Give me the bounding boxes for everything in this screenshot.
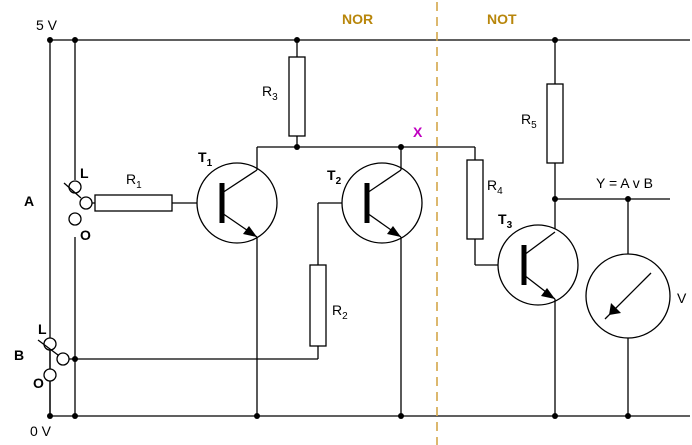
transistor-t1-label: T1 <box>198 149 213 169</box>
voltmeter-needle-arrow <box>609 303 621 315</box>
junction-dot <box>294 37 300 43</box>
junction-dot <box>72 413 78 419</box>
section-label-not: NOT <box>487 11 517 27</box>
transistor-t3-collector <box>523 231 556 256</box>
junction-dot <box>398 413 404 419</box>
switch-b-pivot <box>56 352 70 366</box>
section-label-nor: NOR <box>342 11 373 27</box>
transistor-t3-arrow <box>541 288 555 299</box>
resistor-r1 <box>94 194 173 212</box>
transistor-t2-arrow <box>387 226 401 237</box>
junction-dot <box>294 144 300 150</box>
transistor-t3 <box>497 224 579 306</box>
transistor-t1-collector <box>221 169 258 194</box>
resistor-r2 <box>309 264 327 347</box>
switch-a-lever <box>63 182 82 199</box>
switch-a-o-label: O <box>80 227 91 243</box>
input-a-label: A <box>24 193 34 209</box>
switch-b-l-label: L <box>38 321 47 337</box>
junction-dot <box>72 37 78 43</box>
junction-dot <box>72 356 78 362</box>
junction-dot <box>47 413 53 419</box>
transistor-t2 <box>341 162 423 244</box>
switch-b-o-label: O <box>33 375 44 391</box>
transistor-t2-collector <box>366 169 402 194</box>
rail-0v-label: 0 V <box>30 423 52 439</box>
switch-b-contact-o <box>43 368 57 382</box>
input-b-label: B <box>14 347 24 363</box>
resistor-r2-label: R2 <box>332 302 348 322</box>
resistor-r5 <box>546 83 564 164</box>
resistor-r3 <box>288 56 306 137</box>
resistor-r5-label: R5 <box>521 111 537 131</box>
junction-dot <box>552 196 558 202</box>
switch-a-contact-l <box>68 180 82 194</box>
rail-5v-label: 5 V <box>36 17 58 33</box>
switch-a-contact-o <box>68 212 82 226</box>
transistor-t3-label: T3 <box>498 211 513 231</box>
transistor-t1-arrow <box>243 226 257 237</box>
output-label: Y = A v B <box>596 175 653 191</box>
junction-dot <box>552 37 558 43</box>
junction-dot <box>625 413 631 419</box>
junction-dot <box>552 413 558 419</box>
voltmeter-label: V <box>677 290 687 306</box>
node-x-label: X <box>413 124 423 140</box>
junction-dot <box>47 37 53 43</box>
resistor-r4 <box>466 159 484 240</box>
resistor-r3-label: R3 <box>262 83 278 103</box>
transistor-t1 <box>196 162 278 244</box>
switch-b-lever <box>37 339 59 356</box>
switch-a-pivot <box>79 196 93 210</box>
transistor-t2-label: T2 <box>327 167 342 187</box>
switch-a-l-label: L <box>80 165 89 181</box>
junction-dot <box>254 413 260 419</box>
resistor-r4-label: R4 <box>487 177 503 197</box>
resistor-r1-label: R1 <box>126 171 142 191</box>
